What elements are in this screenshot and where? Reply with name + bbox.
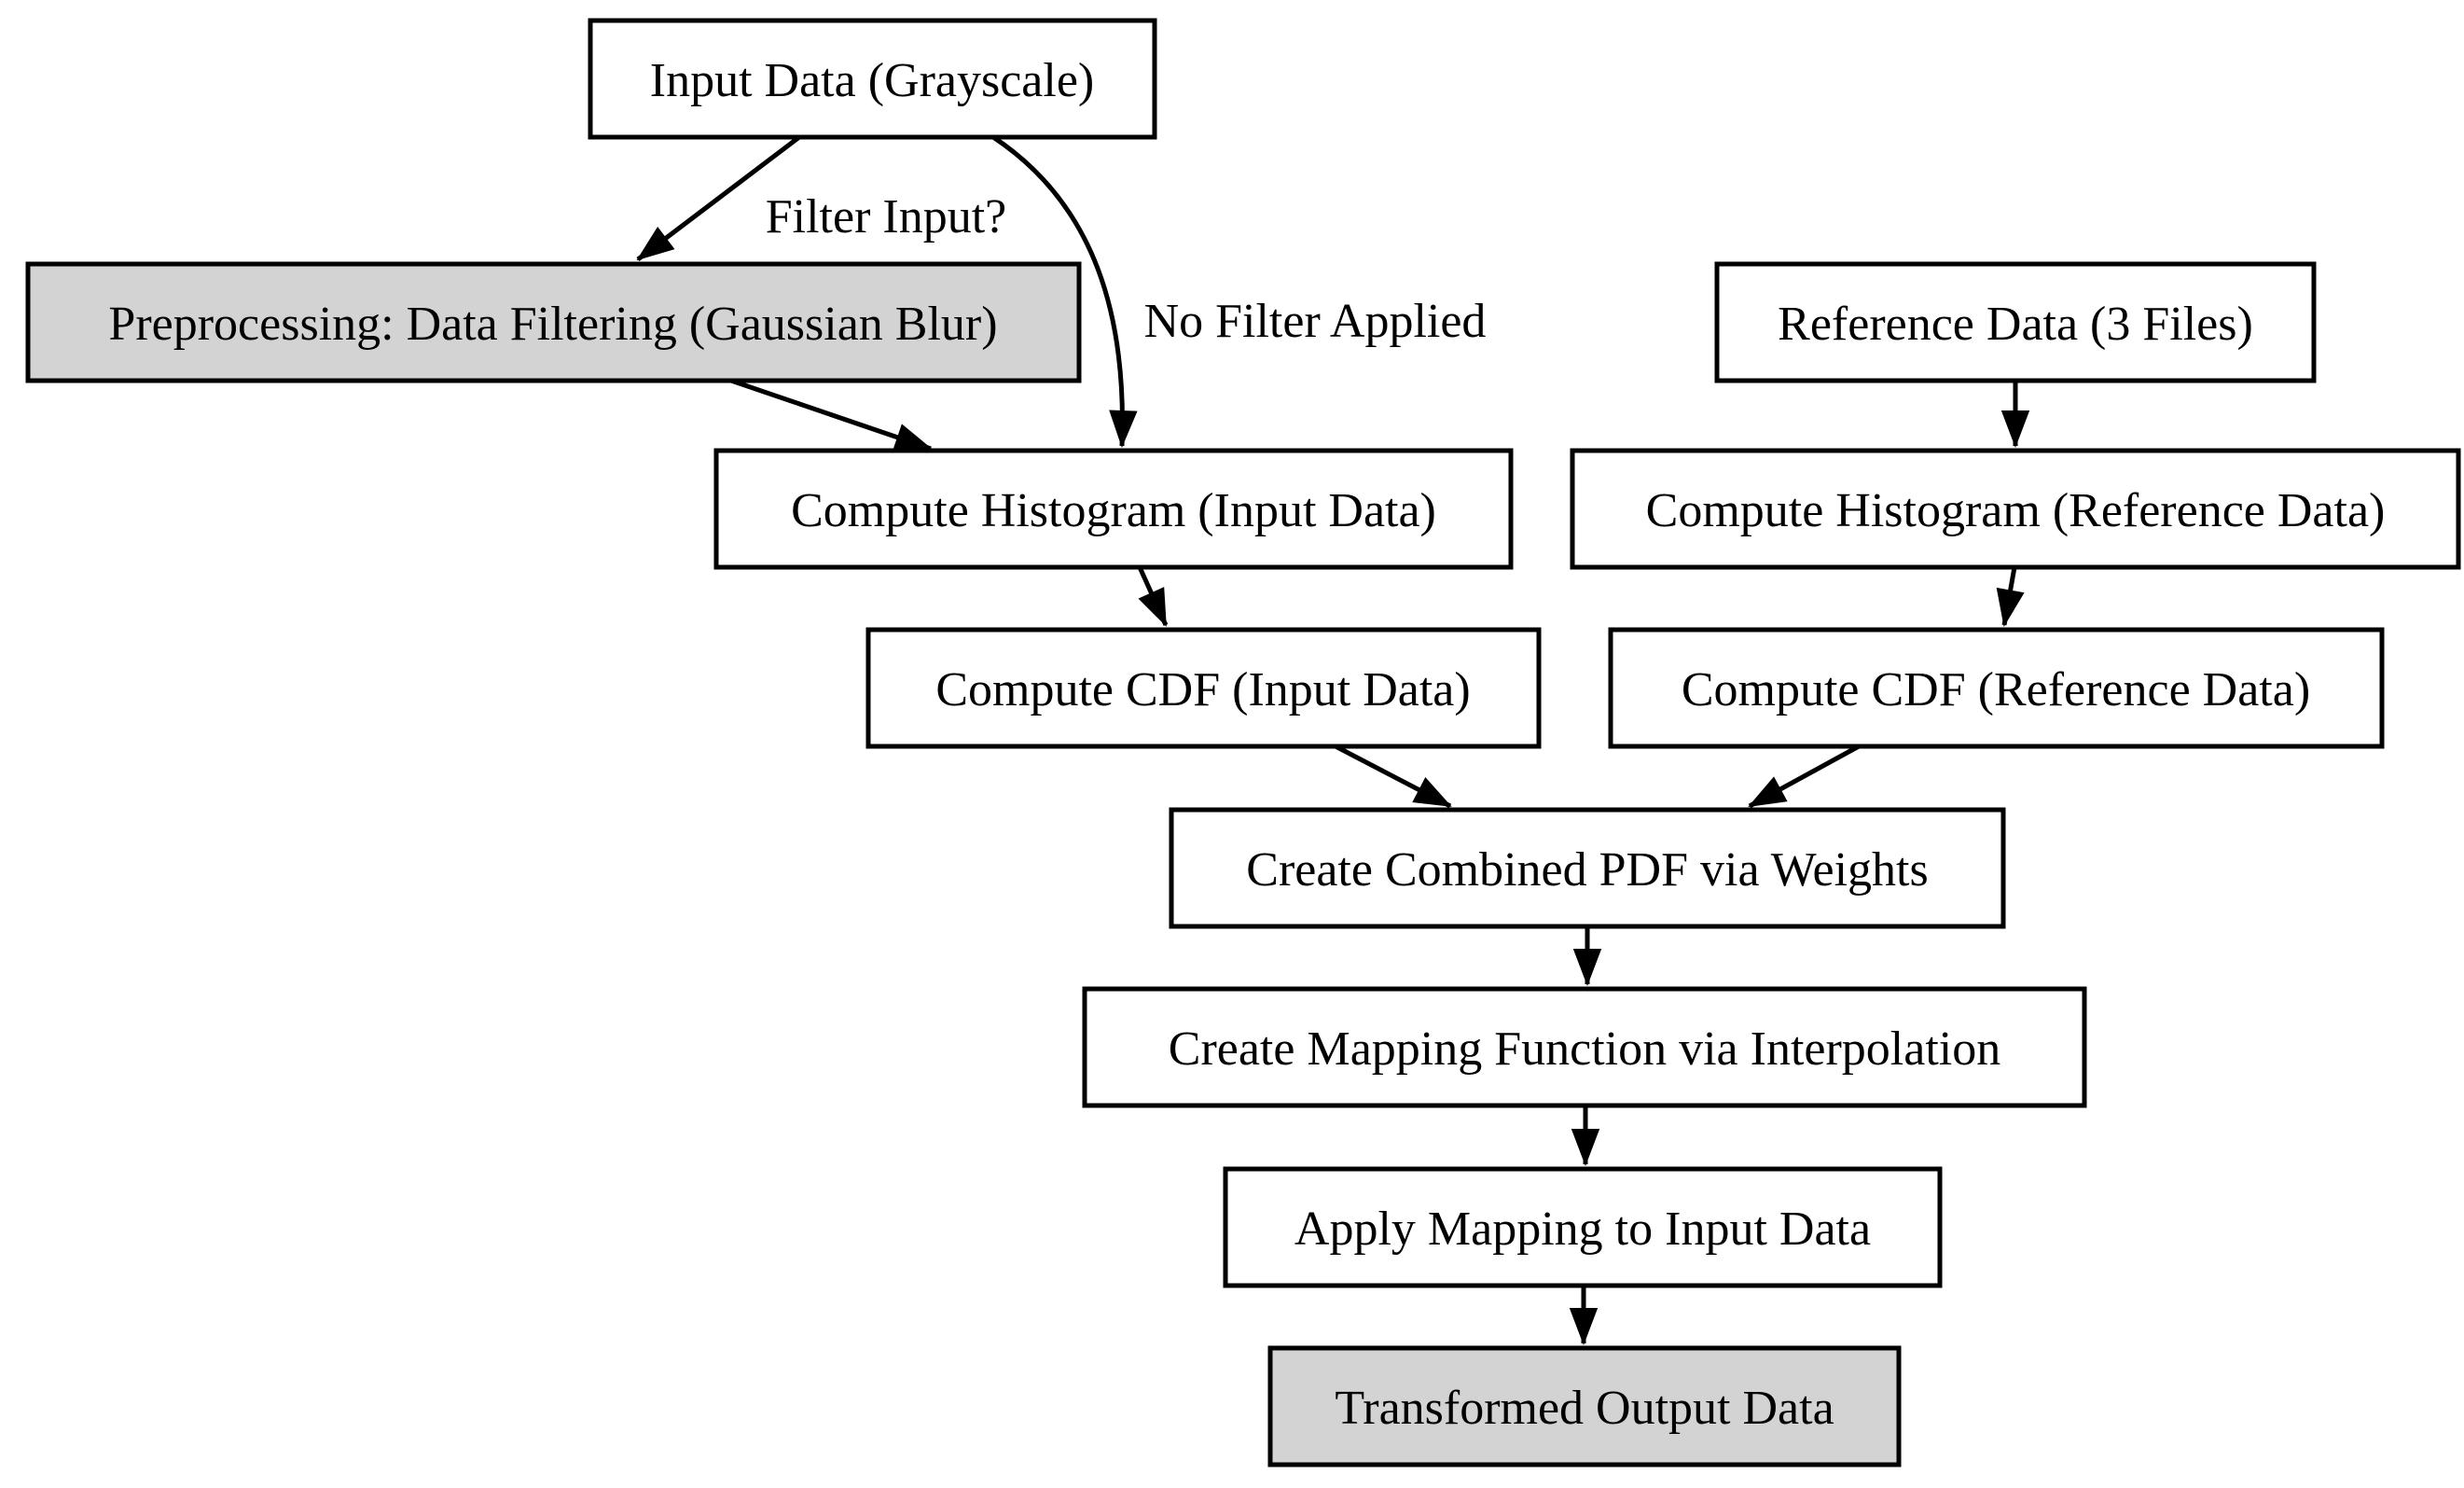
node-compute-histogram-input-box <box>713 448 1514 570</box>
node-compute-cdf-reference-box <box>1608 627 2385 749</box>
node-compute-histogram-input: Compute Histogram (Input Data) <box>713 448 1514 570</box>
edge-histogram-reference-to-cdf-reference <box>1996 566 2025 627</box>
node-create-combined-pdf-box <box>1169 807 2006 929</box>
node-create-mapping-function-label: Create Mapping Function via Interpolatio… <box>1169 1022 2000 1076</box>
edge-histogram-input-to-cdf-input <box>1137 565 1169 627</box>
node-compute-cdf-input-label: Compute CDF (Input Data) <box>935 663 1470 716</box>
edge-preprocessing-to-histogram-input <box>730 378 933 452</box>
node-preprocessing-box <box>25 261 1082 383</box>
node-compute-cdf-reference-label: Compute CDF (Reference Data) <box>1682 663 2310 716</box>
node-compute-cdf-input: Compute CDF (Input Data) <box>865 627 1542 749</box>
edges-layer: Filter Input? No Filter Applied <box>636 134 2030 1345</box>
edge-cdf-input-to-combined-pdf <box>1334 744 1452 809</box>
edge-input-to-preprocessing <box>636 135 801 261</box>
node-reference-data: Reference Data (3 Files) <box>1714 261 2317 383</box>
node-input-data-box <box>588 18 1157 140</box>
node-preprocessing: Preprocessing: Data Filtering (Gaussian … <box>25 261 1082 383</box>
node-preprocessing-label: Preprocessing: Data Filtering (Gaussian … <box>108 298 997 351</box>
node-compute-histogram-reference-box <box>1570 448 2461 570</box>
node-transformed-output: Transformed Output Data <box>1267 1345 1902 1467</box>
node-apply-mapping-label: Apply Mapping to Input Data <box>1294 1203 1871 1256</box>
node-create-mapping-function-box <box>1082 986 2087 1108</box>
node-reference-data-box <box>1714 261 2317 383</box>
node-reference-data-label: Reference Data (3 Files) <box>1778 298 2253 351</box>
edge-label-filter-input: Filter Input? <box>766 190 1007 243</box>
node-create-combined-pdf-label: Create Combined PDF via Weights <box>1246 843 1928 897</box>
node-input-data-label: Input Data (Grayscale) <box>650 54 1094 107</box>
node-compute-cdf-reference: Compute CDF (Reference Data) <box>1608 627 2385 749</box>
node-input-data: Input Data (Grayscale) <box>588 18 1157 140</box>
node-transformed-output-label: Transformed Output Data <box>1335 1382 1834 1435</box>
node-compute-cdf-input-box <box>865 627 1542 749</box>
node-apply-mapping-box <box>1223 1166 1943 1288</box>
edge-cdf-reference-to-combined-pdf <box>1748 744 1861 809</box>
node-compute-histogram-reference-label: Compute Histogram (Reference Data) <box>1646 484 2386 537</box>
node-compute-histogram-reference: Compute Histogram (Reference Data) <box>1570 448 2461 570</box>
node-compute-histogram-input-label: Compute Histogram (Input Data) <box>791 484 1436 537</box>
node-create-combined-pdf: Create Combined PDF via Weights <box>1169 807 2006 929</box>
edge-label-no-filter-applied: No Filter Applied <box>1144 295 1487 348</box>
nodes-layer: Input Data (Grayscale) Preprocessing: Da… <box>25 18 2461 1467</box>
node-transformed-output-box <box>1267 1345 1902 1467</box>
node-create-mapping-function: Create Mapping Function via Interpolatio… <box>1082 986 2087 1108</box>
edge-input-to-histogram-input <box>991 134 1138 448</box>
node-apply-mapping: Apply Mapping to Input Data <box>1223 1166 1943 1288</box>
